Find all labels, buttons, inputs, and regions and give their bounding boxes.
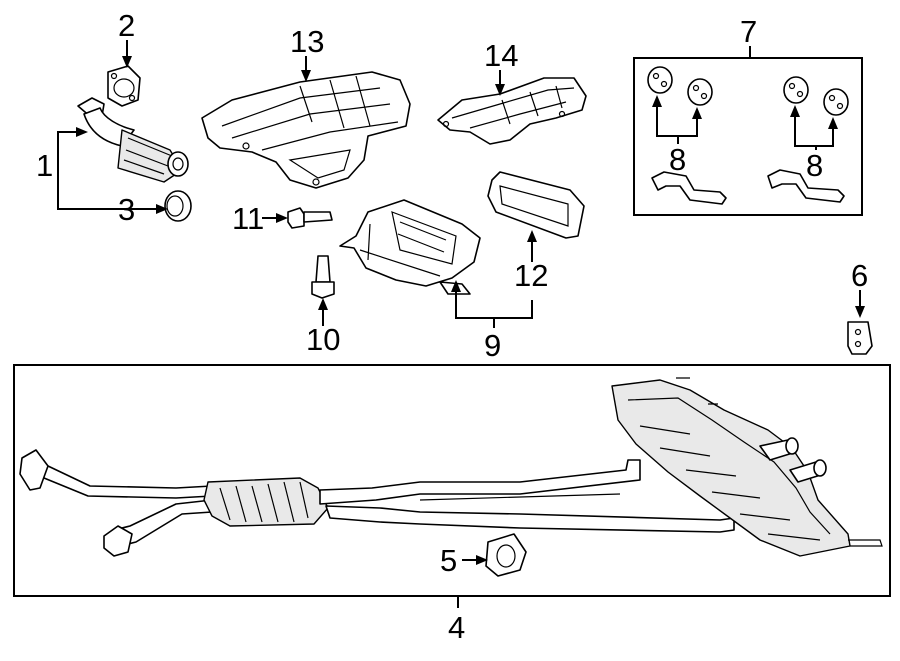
callout-5: 5 xyxy=(440,543,457,578)
part-4-exhaust-system[interactable] xyxy=(19,377,883,557)
part-8-insulator-right-b[interactable] xyxy=(823,88,849,116)
part-10-bolt[interactable] xyxy=(311,255,335,299)
callout-13: 13 xyxy=(290,24,324,59)
callout-3: 3 xyxy=(118,192,135,227)
part-8-insulator-left-a[interactable] xyxy=(647,66,673,94)
part-6-insulator[interactable] xyxy=(847,321,873,355)
part-7-kit-box xyxy=(633,57,863,216)
callout-10: 10 xyxy=(306,322,340,357)
callout-1: 1 xyxy=(36,148,53,183)
callout-8-left: 8 xyxy=(669,142,686,177)
callout-4: 4 xyxy=(448,610,465,645)
part-8-hanger-bracket-left[interactable] xyxy=(651,171,727,205)
part-8-insulator-right-a[interactable] xyxy=(783,76,809,104)
callout-14: 14 xyxy=(484,38,518,73)
part-4-assembly-box xyxy=(13,364,891,597)
part-8-insulator-left-b[interactable] xyxy=(687,78,713,106)
callout-9: 9 xyxy=(484,328,501,363)
callout-12: 12 xyxy=(514,258,548,293)
callout-8-right: 8 xyxy=(806,148,823,183)
callout-2: 2 xyxy=(118,8,135,43)
part-11-bolt[interactable] xyxy=(287,207,333,229)
callout-11: 11 xyxy=(232,201,264,236)
callout-6: 6 xyxy=(851,258,868,293)
part-5-insulator[interactable] xyxy=(485,533,527,577)
part-3-grommet[interactable] xyxy=(164,190,192,222)
part-12-gasket[interactable] xyxy=(487,171,585,239)
part-9-muffler-bracket[interactable] xyxy=(339,199,481,295)
part-2-gasket[interactable] xyxy=(107,65,141,107)
callout-7: 7 xyxy=(740,14,757,49)
part-14-heat-shield[interactable] xyxy=(437,77,587,145)
part-13-heat-shield[interactable] xyxy=(201,71,411,189)
part-8-hanger-bracket-right[interactable] xyxy=(767,169,845,203)
part-1-catalytic-converter[interactable] xyxy=(77,97,189,183)
